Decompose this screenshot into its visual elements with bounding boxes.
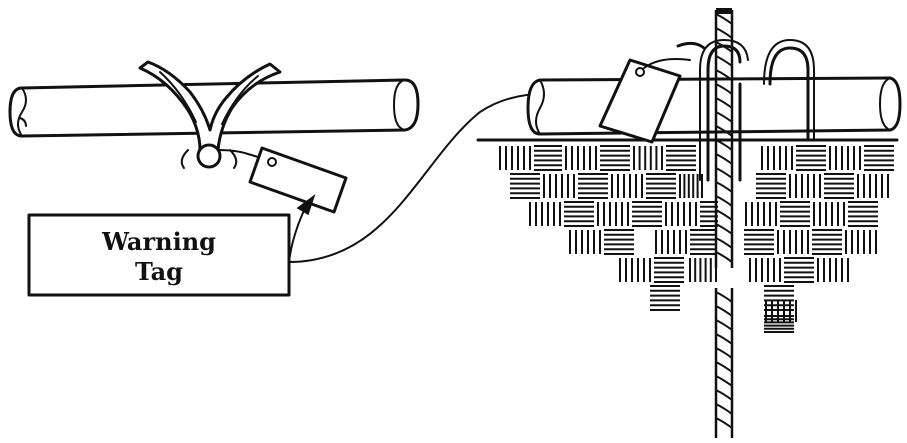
hatch-block	[813, 202, 845, 226]
hatch-block	[829, 146, 861, 170]
rope-twist	[715, 153, 733, 165]
hatch-block	[777, 230, 809, 254]
rope-twist	[715, 55, 733, 67]
rope-twist	[715, 27, 733, 39]
hatch-block	[654, 257, 684, 283]
hatch-block	[510, 173, 540, 199]
rope-twist	[715, 389, 733, 401]
rope-twist	[715, 305, 733, 317]
wire-loops	[676, 39, 815, 182]
wire-tie	[138, 60, 282, 169]
rope-twist	[715, 291, 733, 303]
left-pipe-assembly	[8, 60, 420, 214]
hatch-block	[864, 145, 894, 171]
rope-twist	[715, 195, 733, 207]
hatched-ground	[499, 145, 894, 333]
hatch-block	[666, 145, 696, 171]
rope-twist	[715, 69, 733, 81]
warning-tag-callout: Warning Tag	[27, 213, 291, 297]
hatch-block	[817, 258, 849, 282]
rope-twist	[715, 167, 733, 179]
hatch-block	[565, 146, 597, 170]
hatch-block	[756, 173, 786, 199]
rope-twist	[715, 125, 733, 137]
rope-twist	[715, 417, 733, 429]
rope-twist	[715, 13, 733, 25]
rope-twist	[715, 111, 733, 123]
hatch-block	[569, 230, 601, 254]
hatch-block	[761, 146, 793, 170]
callout-label-line2: Tag	[135, 257, 183, 286]
hatch-block	[633, 146, 663, 170]
rope-twist	[715, 83, 733, 95]
hatch-block	[611, 174, 643, 198]
hatch-block	[665, 202, 697, 226]
hatch-block	[824, 173, 854, 199]
hatch-block	[600, 145, 630, 171]
right-pipe-assembly	[476, 8, 902, 438]
hatch-block	[749, 258, 781, 282]
hatch-block	[848, 201, 878, 227]
rope-twist	[715, 237, 733, 249]
callout-arrow-left	[288, 193, 316, 263]
hatch-block	[529, 202, 561, 226]
hatch-block	[784, 257, 814, 283]
hatch-block	[679, 174, 703, 198]
hatch-block	[845, 230, 877, 254]
hatch-block	[564, 201, 594, 227]
hatch-block	[619, 258, 651, 282]
hatch-block	[689, 258, 717, 282]
rope-twist	[715, 209, 733, 221]
barbed-rope	[714, 8, 734, 438]
rope-twist	[715, 139, 733, 151]
rope-twist	[715, 403, 733, 415]
rope-twist	[715, 223, 733, 235]
hatch-block	[690, 229, 716, 255]
rope-twist	[715, 333, 733, 345]
hatch-block	[650, 285, 680, 311]
hatch-block	[764, 315, 794, 333]
callout-label-line1: Warning	[101, 227, 216, 256]
hatch-block	[745, 202, 777, 226]
hatch-block	[534, 145, 562, 171]
rope-top-cap	[716, 8, 732, 14]
hatch-block	[780, 201, 810, 227]
right-pipe	[526, 76, 902, 136]
rope-twist	[715, 97, 733, 109]
rope-twist	[715, 347, 733, 359]
hatch-block	[812, 229, 842, 255]
hanging-tag	[248, 146, 348, 214]
hatch-block	[604, 229, 634, 255]
right-hanging-tag	[598, 58, 691, 144]
hatch-block	[543, 174, 575, 198]
rope-twist	[715, 251, 733, 263]
hatch-block	[744, 229, 774, 255]
hatch-block	[796, 145, 826, 171]
hatch-block	[499, 146, 531, 170]
hatch-block	[578, 173, 608, 199]
rope-twist	[715, 375, 733, 387]
hatch-block	[857, 174, 889, 198]
rope-twist	[715, 181, 733, 193]
hatch-block	[655, 230, 687, 254]
hatch-block	[789, 174, 821, 198]
hatch-block	[646, 173, 676, 199]
rope-twist	[715, 361, 733, 373]
left-pipe	[8, 78, 420, 138]
hatch-block	[632, 201, 662, 227]
rope-twist	[715, 319, 733, 331]
hatch-block	[597, 202, 629, 226]
